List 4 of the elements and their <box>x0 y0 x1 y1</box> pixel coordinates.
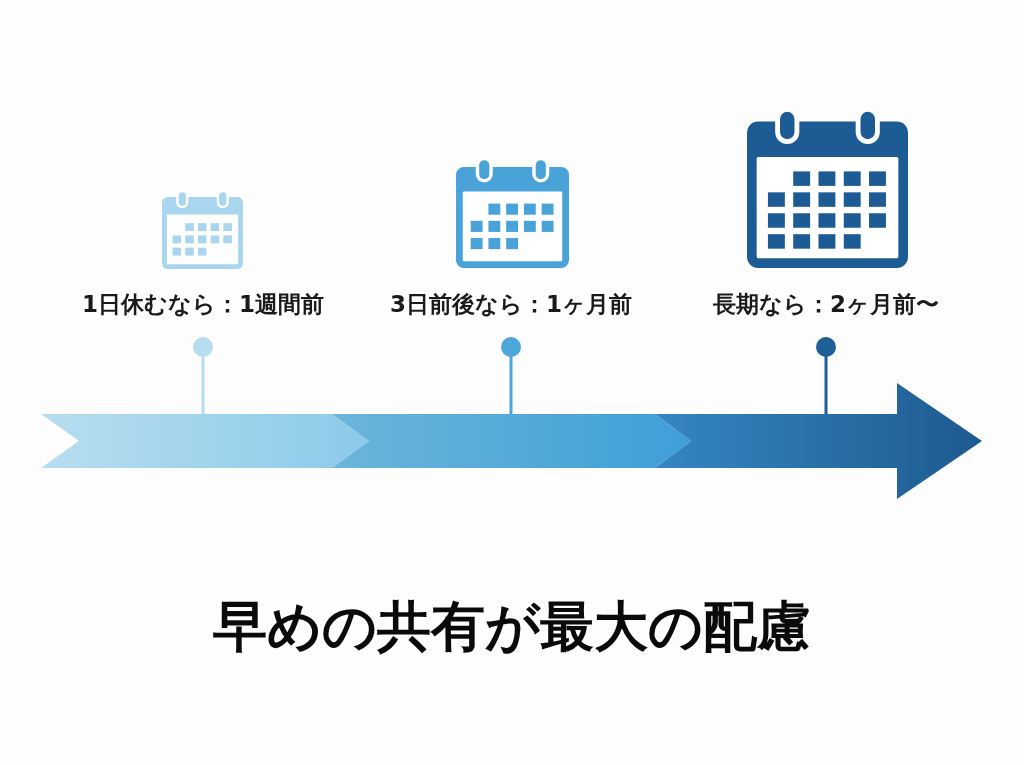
caption: 早めの共有が最大の配慮 <box>213 594 811 660</box>
milestone-label: 長期なら：2ヶ月前〜 <box>713 291 939 319</box>
milestone-label: 1日休むなら：1週間前 <box>82 291 324 319</box>
milestone-label: 3日前後なら：1ヶ月前 <box>390 291 632 319</box>
